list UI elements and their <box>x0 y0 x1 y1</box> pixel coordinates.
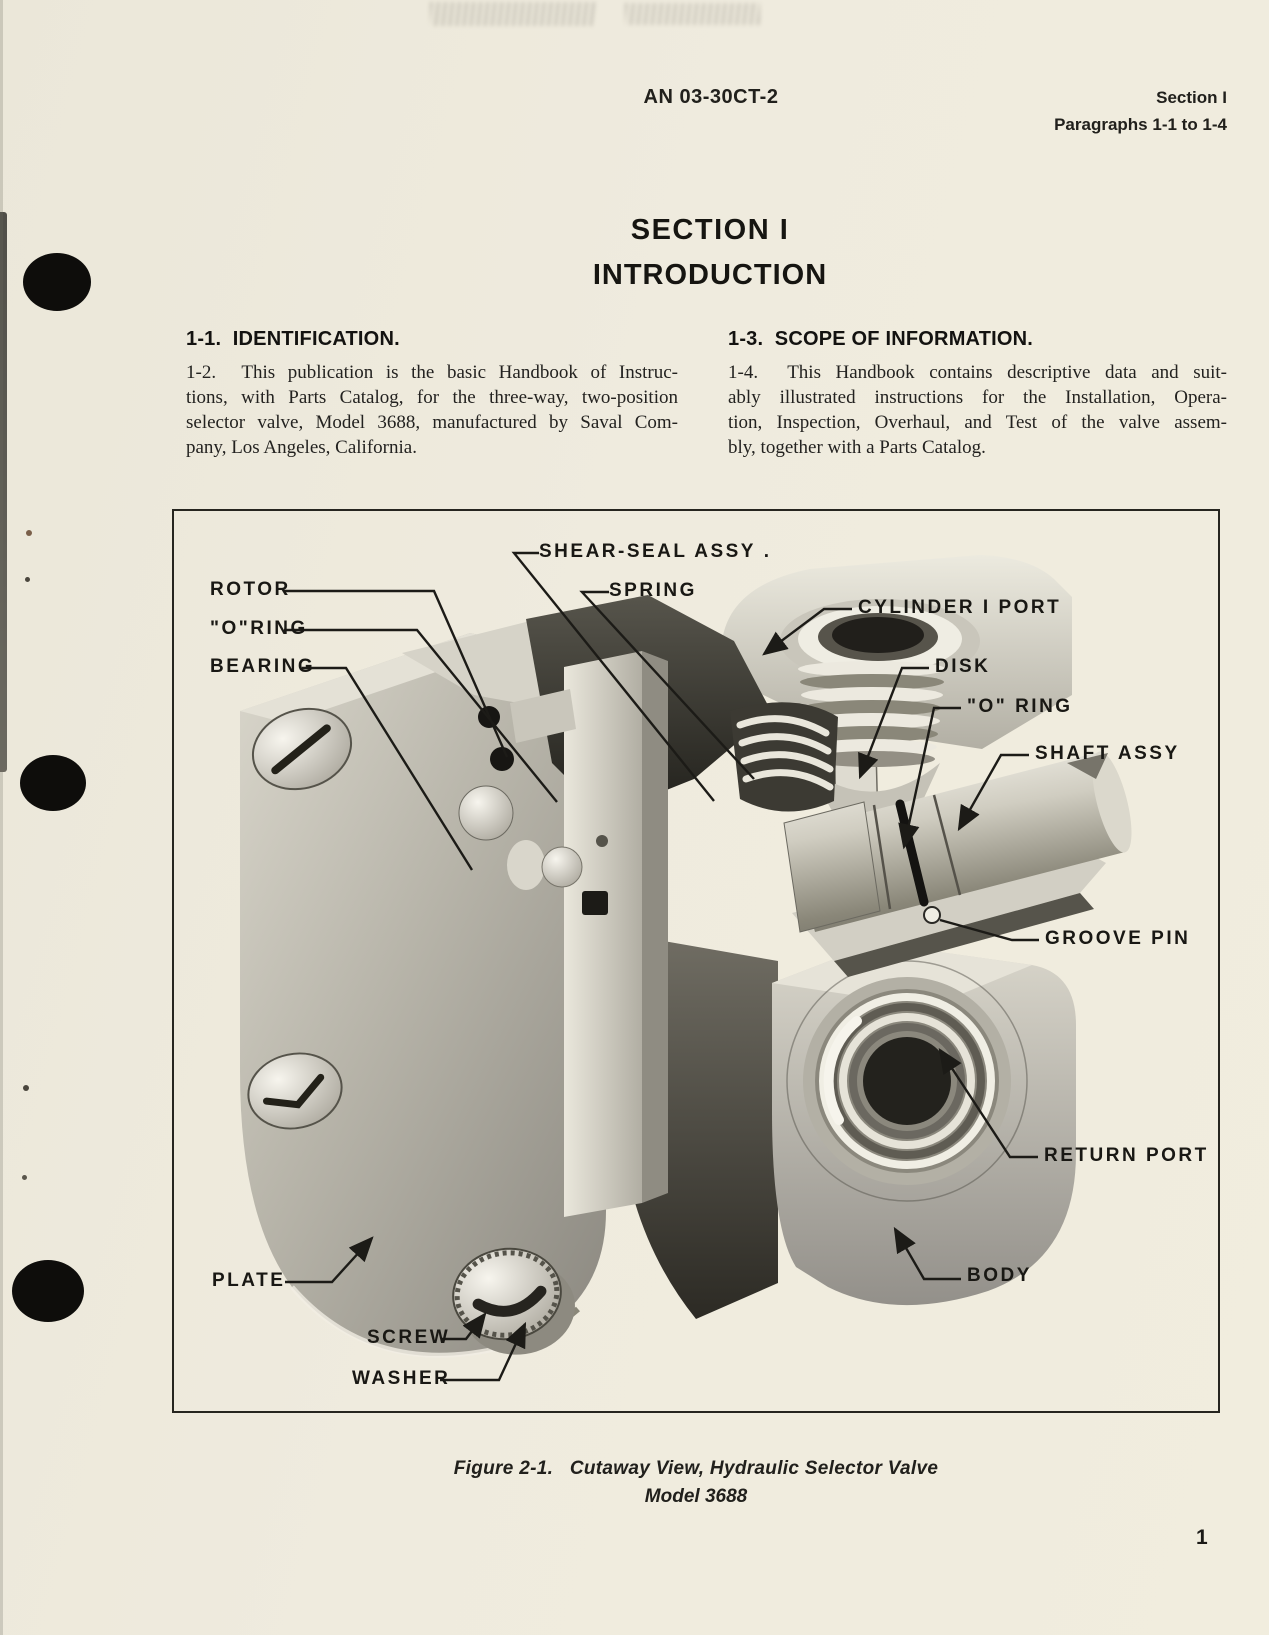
paragraph-line: selector valve, Model 3688, manufactured… <box>186 412 678 433</box>
column-face <box>564 651 642 1217</box>
figure-caption: Figure 2-1. Cutaway View, Hydraulic Sele… <box>172 1458 1220 1508</box>
label-groove-pin: GROOVE PIN <box>1045 928 1191 949</box>
bearing-ball <box>458 785 514 841</box>
leader-disk <box>858 666 929 780</box>
doc-number: AN 03-30CT-2 <box>643 86 779 108</box>
label-spring: SPRING <box>609 580 697 601</box>
punch-hole <box>12 1260 84 1322</box>
heading-scope: 1-3. SCOPE OF INFORMATION. <box>728 328 1034 350</box>
screw-mid-left <box>247 1052 343 1130</box>
label-return-port: RETURN PORT <box>1044 1145 1209 1166</box>
groove-pin-dot <box>923 906 941 924</box>
label-shear-seal-assy: SHEAR-SEAL ASSY . <box>539 541 772 562</box>
label-cylinder-1-port: CYLINDER I PORT <box>858 597 1062 618</box>
return-port-highlight <box>823 1016 862 1125</box>
lower-ball <box>541 846 583 888</box>
leader-washer <box>440 1321 527 1382</box>
return-port-scribe <box>786 960 1028 1202</box>
port-bore-dark <box>832 617 924 653</box>
leader-body <box>893 1226 961 1281</box>
leader-lines <box>284 551 1039 1382</box>
ink-smudge <box>430 2 595 26</box>
label-disk: DISK <box>935 656 991 677</box>
label-plate: PLATE <box>212 1270 286 1291</box>
bearing-race <box>507 840 545 890</box>
return-port-bore <box>863 1037 951 1125</box>
page-number: 1 <box>1196 1526 1208 1549</box>
paper-fleck <box>25 577 30 582</box>
column-left: 1-1. IDENTIFICATION. 1-2. This publicati… <box>186 328 678 460</box>
label-rotor: ROTOR <box>210 579 291 600</box>
leader-plate <box>285 1236 374 1284</box>
ink-smudge <box>625 3 760 25</box>
paper-fleck <box>26 530 32 536</box>
paper-fleck <box>23 1085 29 1091</box>
label-shaft-assy: SHAFT ASSY <box>1035 743 1180 764</box>
scan-edge-shadow <box>0 212 7 772</box>
header-right-block: Section I Paragraphs 1-1 to 1-4 <box>1054 84 1227 138</box>
shaft-end <box>1092 751 1132 853</box>
figure-2-1: SHEAR-SEAL ASSY . ROTOR SPRING "O"RING B… <box>172 509 1220 1413</box>
shaft-notch <box>1067 753 1108 779</box>
label-washer: WASHER <box>352 1368 451 1389</box>
column-hole <box>596 835 608 847</box>
header-section: Section I <box>1156 88 1227 107</box>
label-bearing: BEARING <box>210 656 316 677</box>
leader-shear-seal <box>511 551 715 802</box>
bracket-underside <box>834 893 1094 977</box>
figure-caption-line1: Figure 2-1. Cutaway View, Hydraulic Sele… <box>453 1458 939 1479</box>
plate-shape <box>240 633 606 1357</box>
leader-spring <box>579 590 755 780</box>
paragraph-line: 1-2. This publication is the basic Handb… <box>186 362 678 383</box>
leader-cylinder-port <box>762 607 852 656</box>
screw-top-left <box>251 707 353 791</box>
column-right: 1-3. SCOPE OF INFORMATION. 1-4. This Han… <box>728 328 1227 460</box>
paragraph-line: tion, Inspection, Overhaul, and Test of … <box>728 412 1227 433</box>
paragraph-line: pany, Los Angeles, California. <box>186 437 417 458</box>
paragraph-line: tions, with Parts Catalog, for the three… <box>186 387 678 408</box>
figure-caption-line2: Model 3688 <box>644 1486 748 1507</box>
shaft-o-ring-band <box>895 799 929 907</box>
section-subtitle: INTRODUCTION <box>592 259 828 291</box>
leader-groove-pin <box>939 918 1039 942</box>
section-title: SECTION I <box>630 214 790 246</box>
leader-rotor <box>284 589 509 758</box>
leader-bearing <box>302 666 474 871</box>
shaft-seam-2 <box>932 794 962 896</box>
paragraph-line: 1-4. This Handbook contains descriptive … <box>728 362 1227 383</box>
leader-return-port <box>938 1047 1038 1159</box>
label-screw: SCREW <box>367 1327 451 1348</box>
spring-coils <box>736 715 834 791</box>
paragraph-line: bly, together with a Parts Catalog. <box>728 437 986 458</box>
heading-identification: 1-1. IDENTIFICATION. <box>186 328 400 350</box>
shaft-collar <box>783 801 881 933</box>
leader-o-ring-right <box>898 706 961 850</box>
plate-bottom-highlight <box>290 1285 505 1358</box>
paragraph-line: ably illustrated instructions for the In… <box>728 387 1227 408</box>
o-ring-dot-2 <box>490 747 514 771</box>
paper-fleck <box>22 1175 27 1180</box>
label-body: BODY <box>967 1265 1032 1286</box>
leader-o-ring-left <box>284 628 558 803</box>
rotor-block <box>510 689 576 743</box>
title-block: SECTION I INTRODUCTION <box>410 214 1010 292</box>
screw-bottom <box>452 1247 575 1355</box>
valve-illustration <box>240 551 1132 1382</box>
scan-edge-line <box>0 0 3 1635</box>
leader-shaft <box>957 753 1029 832</box>
header-paragraphs: Paragraphs 1-1 to 1-4 <box>1054 115 1227 134</box>
punch-hole <box>23 253 91 311</box>
leader-screw <box>441 1312 487 1341</box>
column-side <box>642 651 668 1203</box>
punch-hole <box>20 755 86 811</box>
label-o-ring-right: "O" RING <box>967 696 1073 717</box>
shaft-seam-1 <box>872 804 892 910</box>
lower-plug <box>582 891 608 915</box>
label-o-ring-left: "O"RING <box>210 618 308 639</box>
